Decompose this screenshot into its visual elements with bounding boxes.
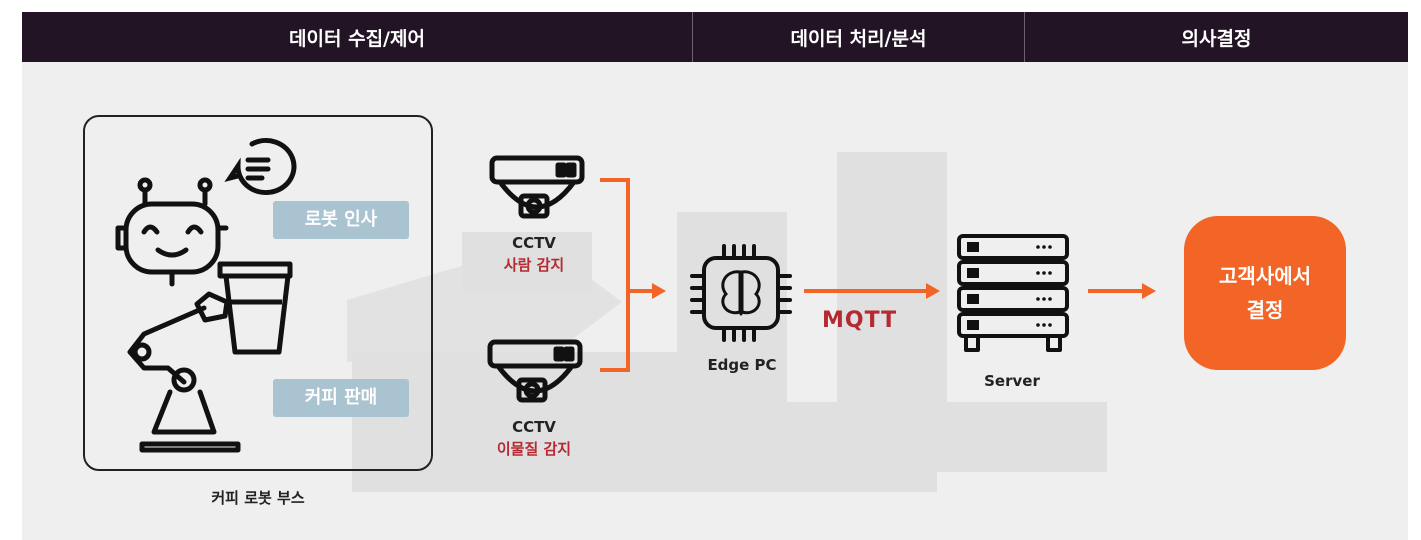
arrow-icon: [804, 283, 940, 299]
cctv-camera-icon: [489, 155, 585, 219]
diagram-icons: [115, 138, 1156, 453]
cctv-person-name: CCTV: [512, 234, 556, 252]
robot-booth-frame: [83, 115, 433, 471]
stage-header: 데이터 수집/제어 데이터 처리/분석 의사결정: [22, 12, 1408, 62]
diagram-panel: 커피 로봇 부스 로봇 인사 커피 판매 CCTV 사람 감지 CCTV 이물질…: [22, 62, 1408, 540]
booth-title: 커피 로봇 부스: [211, 489, 305, 507]
decision-box: 고객사에서 결정: [1184, 216, 1346, 370]
robot-arm-icon: [127, 291, 241, 453]
arrow-icon: [600, 178, 666, 372]
header-decision: 의사결정: [1181, 27, 1252, 50]
edge-pc-label: Edge PC: [707, 356, 777, 374]
cctv-object-purpose: 이물질 감지: [496, 440, 572, 458]
arrow-icon: [1088, 283, 1156, 299]
header-data-collection: 데이터 수집/제어: [22, 12, 693, 62]
server-label: Server: [984, 372, 1040, 390]
coffee-cup-icon: [217, 261, 293, 355]
brain-chip-icon: [690, 244, 792, 342]
header-data-processing: 데이터 처리/분석: [693, 12, 1025, 62]
server-rack-icon: [957, 234, 1069, 352]
chat-bubble-icon: [224, 138, 297, 195]
cctv-object-name: CCTV: [512, 418, 556, 436]
cctv-person-label: CCTV 사람 감지: [474, 234, 594, 275]
greeting-chip: 로봇 인사: [273, 201, 409, 239]
selling-chip: 커피 판매: [273, 379, 409, 417]
decision-label: 고객사에서 결정: [1219, 264, 1311, 322]
cctv-object-label: CCTV 이물질 감지: [470, 418, 598, 459]
cctv-person-purpose: 사람 감지: [503, 256, 565, 274]
cctv-camera-icon: [487, 339, 583, 403]
watermark-logo: [347, 152, 1107, 492]
mqtt-label: MQTT: [822, 308, 898, 333]
robot-icon: [115, 177, 229, 287]
